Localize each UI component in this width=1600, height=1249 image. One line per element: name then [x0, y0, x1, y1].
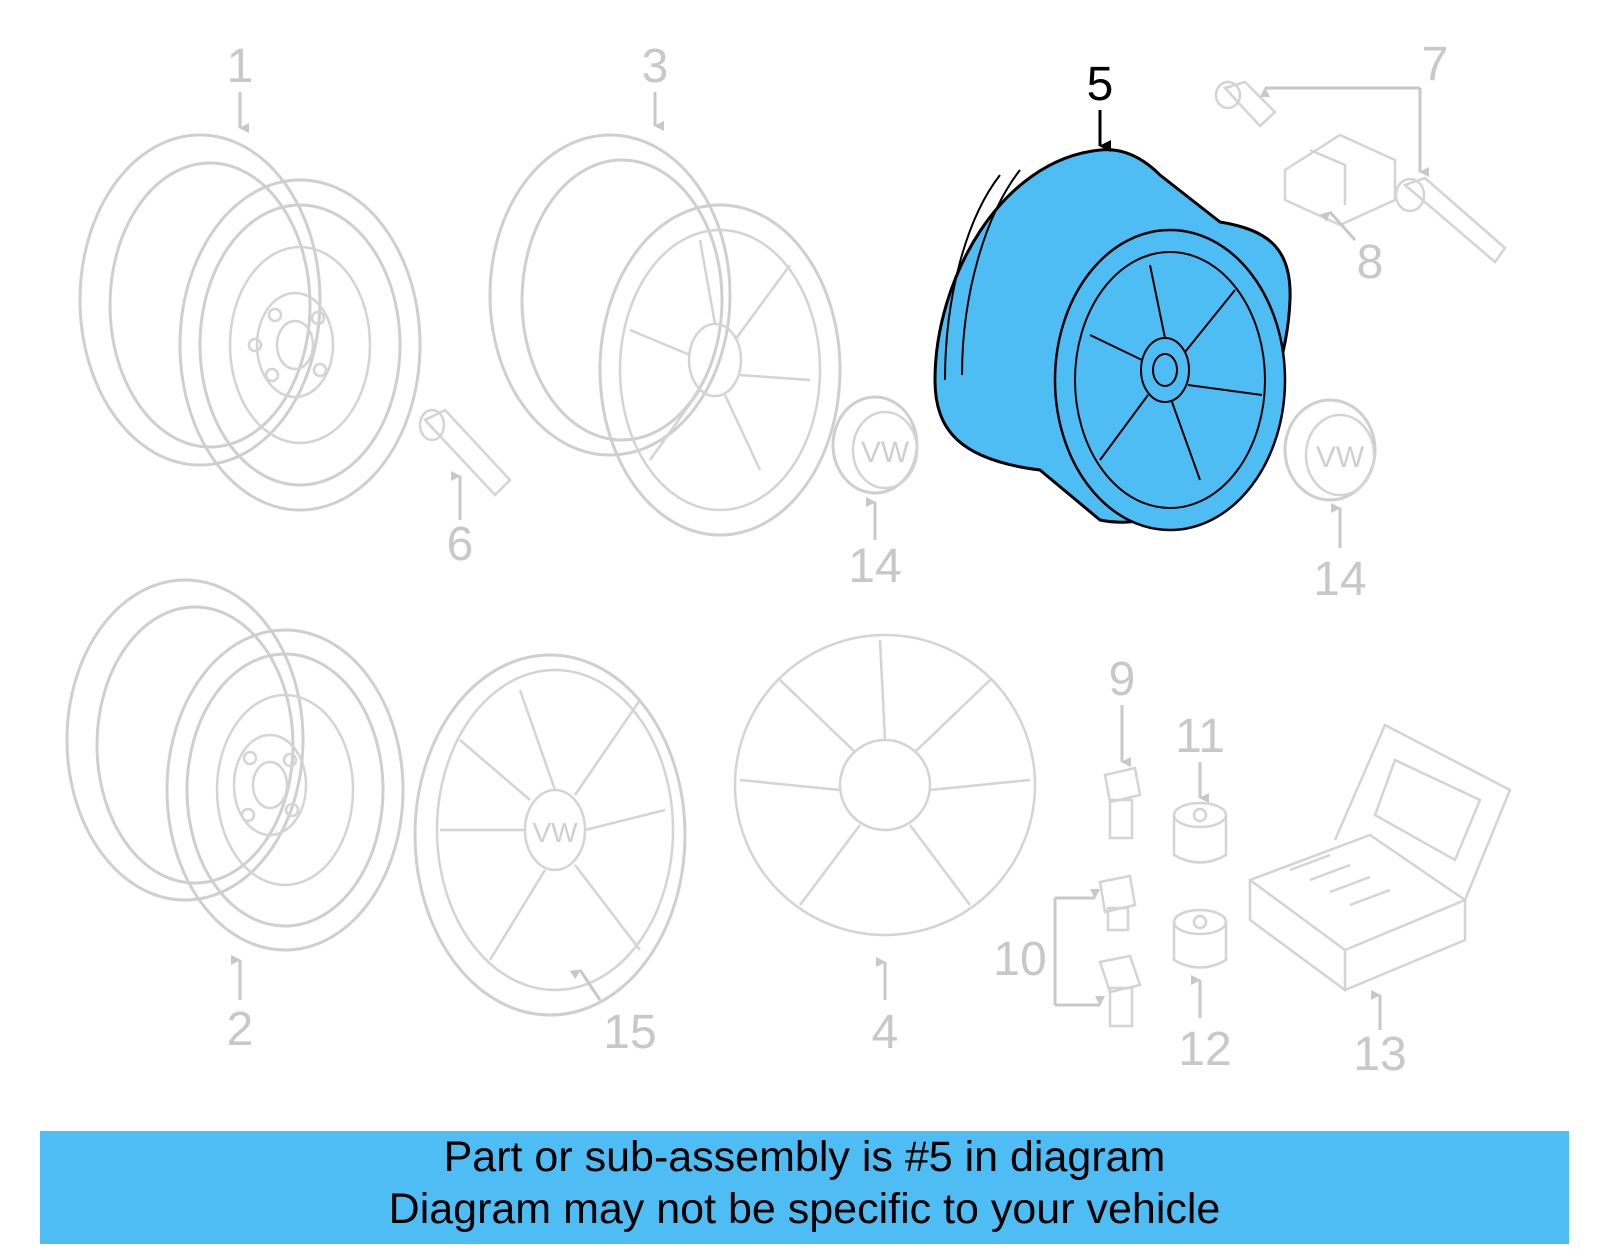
center-cap-part-14-right[interactable]: VW	[1283, 398, 1377, 502]
callout-6: 6	[447, 518, 474, 571]
callout-10: 10	[993, 933, 1046, 986]
svg-text:VW: VW	[861, 436, 910, 469]
callout-3: 3	[642, 40, 669, 93]
wheel-cover-part-15[interactable]: VW	[413, 653, 687, 1017]
callout-14-left: 14	[848, 540, 901, 593]
valve-stem-part-6[interactable]	[418, 408, 512, 497]
steel-wheel-part-2[interactable]	[65, 578, 405, 952]
lock-nut-part-12[interactable]	[1172, 908, 1228, 969]
callout-9: 9	[1109, 653, 1136, 706]
callout-8: 8	[1357, 236, 1384, 289]
callout-2: 2	[227, 1003, 254, 1056]
svg-text:VW: VW	[532, 817, 578, 848]
info-banner: Part or sub-assembly is #5 in diagram Di…	[40, 1131, 1569, 1244]
wheel-bolt-part-9[interactable]	[1103, 766, 1142, 840]
callout-11: 11	[1175, 710, 1225, 763]
svg-text:VW: VW	[1316, 441, 1365, 474]
callout-15: 15	[603, 1006, 656, 1059]
callout-4: 4	[872, 1006, 899, 1059]
callout-5: 5	[1087, 58, 1114, 111]
wheel-trim-part-4[interactable]	[733, 633, 1037, 937]
callout-13: 13	[1353, 1028, 1406, 1081]
callout-1: 1	[227, 40, 254, 93]
alloy-wheel-part-3[interactable]	[488, 133, 842, 537]
center-cap-part-14-left[interactable]: VW	[831, 395, 919, 495]
alloy-wheel-part-5-highlighted[interactable]	[933, 148, 1292, 532]
banner-line-2: Diagram may not be specific to your vehi…	[388, 1185, 1221, 1233]
callout-7: 7	[1422, 38, 1449, 91]
tpms-sensor-part-8[interactable]	[1283, 133, 1397, 227]
banner-line-1: Part or sub-assembly is #5 in diagram	[443, 1133, 1166, 1181]
callout-12: 12	[1178, 1023, 1231, 1076]
tool-case-part-13[interactable]	[1247, 723, 1512, 993]
steel-wheel-part-1[interactable]	[78, 133, 422, 512]
callout-14-right: 14	[1313, 553, 1366, 606]
lock-bolts-part-10[interactable]	[1098, 874, 1142, 1028]
lock-nut-part-11[interactable]	[1172, 801, 1228, 864]
